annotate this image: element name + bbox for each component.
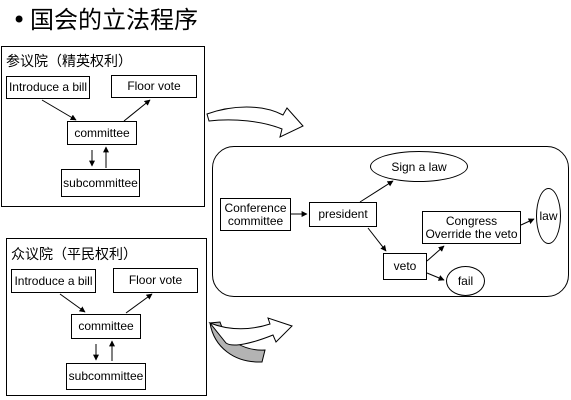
override-line2: Override the veto xyxy=(425,226,518,241)
sign-a-law-ellipse: Sign a law xyxy=(370,151,468,182)
arrow-veto-to-override xyxy=(426,245,445,262)
override-line1: Congress xyxy=(445,213,498,228)
house-arrow-introduce-to-committee xyxy=(59,293,86,313)
senate-panel-title: 参议院（精英权利） xyxy=(6,54,132,70)
slide-title-text: 国会的立法程序 xyxy=(30,6,198,34)
bullet-dot: • xyxy=(12,6,27,34)
senate-arrow-introduce-to-committee xyxy=(41,99,77,121)
house-merge-block-arrow xyxy=(208,317,293,346)
house-floor-vote-box: Floor vote xyxy=(113,268,198,293)
senate-merge-block-arrow xyxy=(206,106,304,138)
conference-line1: Conference xyxy=(224,200,287,215)
arrow-override-to-law xyxy=(520,218,535,226)
senate-arrow-committee-to-floor xyxy=(123,99,151,122)
conference-committee-box: Conference committee xyxy=(220,198,291,231)
house-panel-title: 众议院（平民权利） xyxy=(11,247,137,263)
senate-introduce-bill-box: Introduce a bill xyxy=(6,76,90,99)
arrow-president-to-sign xyxy=(359,180,394,203)
arrow-veto-to-fail xyxy=(426,272,445,281)
president-box: president xyxy=(309,202,377,227)
senate-subcommittee-box: subcommittee xyxy=(61,169,140,197)
house-subcommittee-box: subcommittee xyxy=(66,363,146,390)
arrow-president-to-veto xyxy=(367,227,387,252)
house-arrow-committee-to-floor xyxy=(125,293,153,314)
veto-box: veto xyxy=(383,253,427,280)
senate-committee-box: committee xyxy=(67,121,137,145)
house-committee-box: committee xyxy=(71,314,141,339)
fail-ellipse: fail xyxy=(446,266,485,296)
senate-floor-vote-box: Floor vote xyxy=(111,75,197,98)
law-ellipse: law xyxy=(536,188,561,244)
congress-override-box: Congress Override the veto xyxy=(422,211,521,244)
conference-line2: committee xyxy=(227,213,284,228)
slide-title: •国会的立法程序 xyxy=(12,3,198,37)
house-introduce-bill-box: Introduce a bill xyxy=(11,269,96,293)
